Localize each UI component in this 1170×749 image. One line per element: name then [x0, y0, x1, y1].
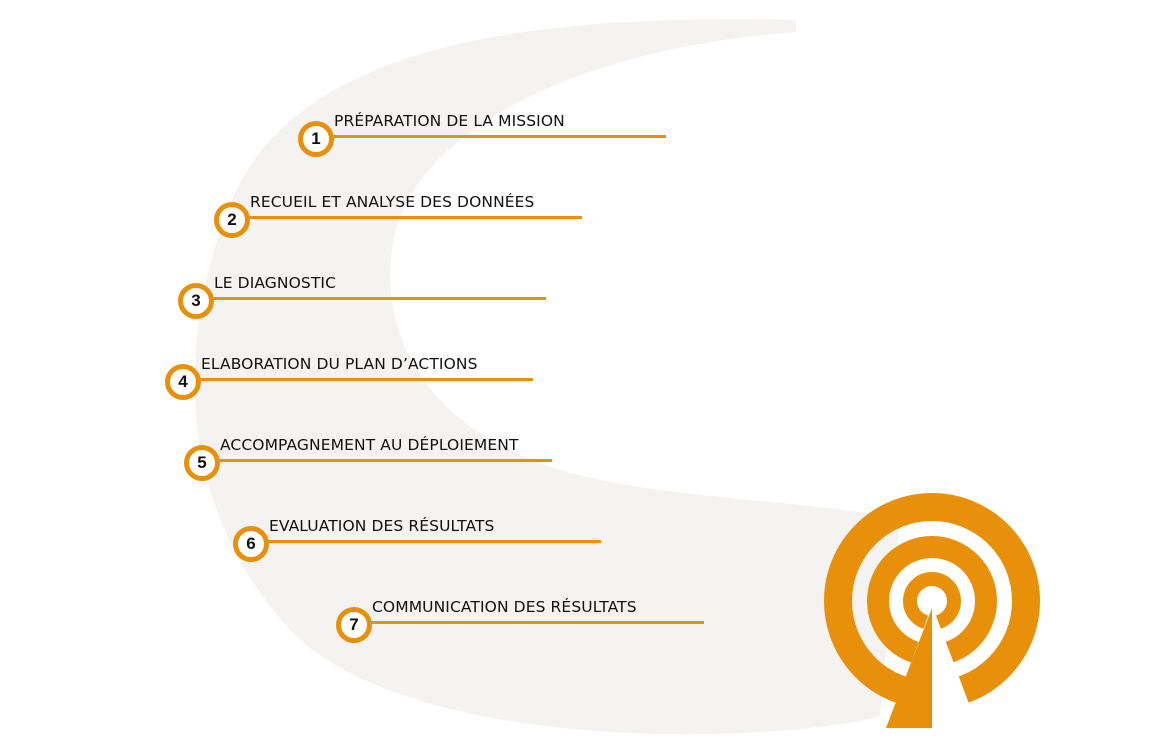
step-line [232, 216, 582, 219]
step-label: LE DIAGNOSTIC [214, 274, 337, 292]
step-line [196, 297, 546, 300]
step-line [354, 621, 704, 624]
step-number-badge: 7 [336, 607, 372, 643]
step-line [202, 459, 552, 462]
step-number-badge: 6 [233, 526, 269, 562]
step-line [251, 540, 601, 543]
step-number-badge: 4 [165, 364, 201, 400]
step-number-badge: 3 [178, 283, 214, 319]
step-number-badge: 1 [298, 121, 334, 157]
step-label: COMMUNICATION DES RÉSULTATS [372, 598, 637, 616]
step-line [183, 378, 533, 381]
step-label: EVALUATION DES RÉSULTATS [269, 517, 495, 535]
step-number-badge: 2 [214, 202, 250, 238]
step-line [316, 135, 666, 138]
step-label: ACCOMPAGNEMENT AU DÉPLOIEMENT [220, 436, 519, 454]
step-label: PRÉPARATION DE LA MISSION [334, 112, 565, 130]
step-number-badge: 5 [184, 445, 220, 481]
step-label: RECUEIL ET ANALYSE DES DONNÉES [250, 193, 535, 211]
step-label: ELABORATION DU PLAN D’ACTIONS [201, 355, 478, 373]
